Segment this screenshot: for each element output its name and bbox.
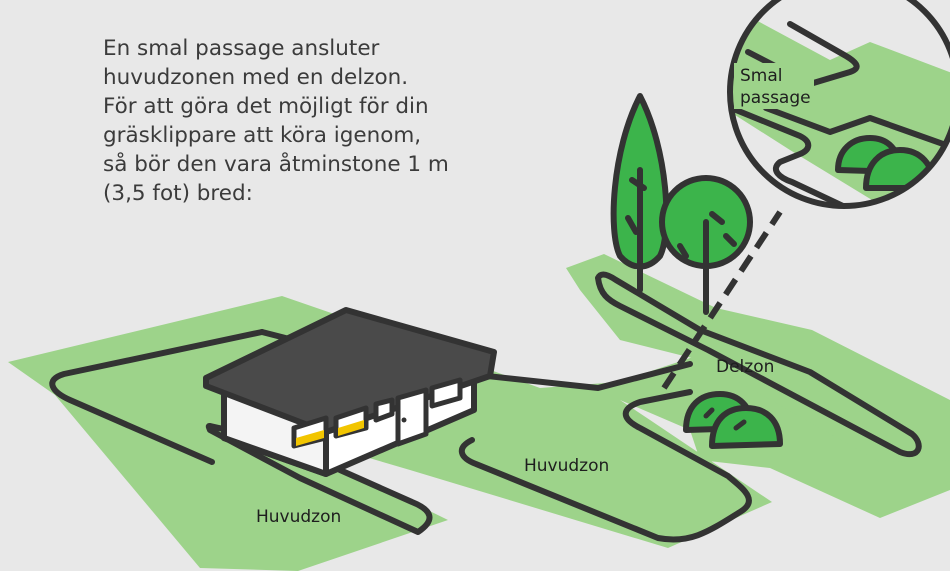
- intro-line: För att göra det möjligt för din: [103, 94, 429, 119]
- magnifier-bush-right: [863, 147, 937, 191]
- huvudzon-middle-label: Huvudzon: [524, 456, 609, 476]
- intro-line: huvudzonen med en delzon.: [103, 65, 409, 90]
- trees: [610, 93, 753, 315]
- wire-middle-zone: [459, 389, 752, 543]
- house: [203, 307, 497, 477]
- magnifier: Smal passage: [727, 0, 950, 209]
- huvudzon-front-label: Huvudzon: [256, 507, 341, 527]
- intro-line: (3,5 fot) bred:: [103, 181, 253, 206]
- smal-label: Smal: [740, 66, 783, 86]
- intro-text: En smal passage ansluter huvudzonen med …: [103, 34, 523, 208]
- bush-front: [709, 405, 783, 449]
- round-tree: [659, 175, 753, 315]
- wire-subzone: [595, 271, 922, 457]
- wire-main-zone: [49, 329, 265, 465]
- bushes: [683, 391, 783, 449]
- lawn: [8, 254, 950, 571]
- boundary-wire: [49, 271, 922, 543]
- house-roof: [203, 307, 497, 435]
- intro-line: gräsklippare att köra igenom,: [103, 123, 422, 148]
- house-door: [395, 387, 429, 447]
- tall-tree: [610, 93, 670, 293]
- zoom-leader-line: [661, 210, 783, 390]
- passage-label: passage: [740, 88, 811, 108]
- delzon-label: Delzon: [716, 357, 774, 377]
- intro-line: så bör den vara åtminstone 1 m: [103, 152, 449, 177]
- house-windows: [291, 377, 463, 449]
- smal-passage-label-bg: [734, 63, 814, 109]
- intro-line: En smal passage ansluter: [103, 36, 380, 61]
